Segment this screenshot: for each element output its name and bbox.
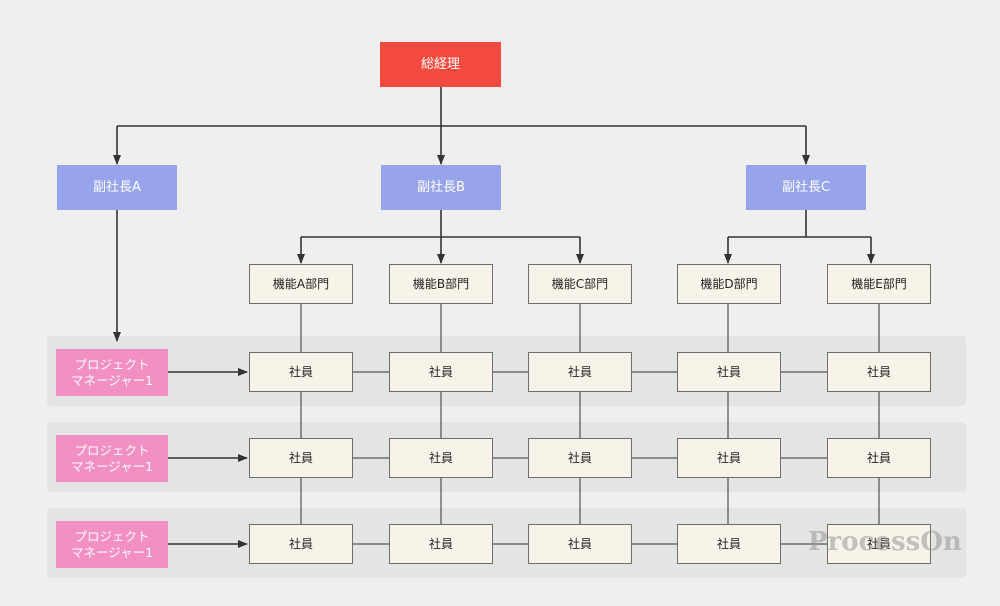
employee-node-r1-a[interactable]: 社員 (249, 352, 353, 392)
employee-node-r3-b[interactable]: 社員 (389, 524, 493, 564)
vp-b-node[interactable]: 副社長B (381, 165, 501, 210)
project-manager-node-3[interactable]: プロジェクト マネージャー1 (56, 521, 168, 568)
project-row-band-1 (47, 336, 966, 406)
employee-node-r1-e[interactable]: 社員 (827, 352, 931, 392)
employee-node-r3-c[interactable]: 社員 (528, 524, 632, 564)
dept-e-node[interactable]: 機能E部門 (827, 264, 931, 304)
employee-node-r2-a[interactable]: 社員 (249, 438, 353, 478)
project-row-band-2 (47, 422, 966, 492)
employee-node-r3-e[interactable]: 社員 (827, 524, 931, 564)
ceo-node[interactable]: 総経理 (380, 42, 501, 87)
processon-watermark: ProcessOn (808, 527, 962, 557)
dept-a-node[interactable]: 機能A部門 (249, 264, 353, 304)
employee-node-r3-d[interactable]: 社員 (677, 524, 781, 564)
employee-node-r2-c[interactable]: 社員 (528, 438, 632, 478)
dept-d-node[interactable]: 機能D部門 (677, 264, 781, 304)
project-row-band-3 (47, 508, 966, 578)
employee-node-r1-b[interactable]: 社員 (389, 352, 493, 392)
dept-b-node[interactable]: 機能B部門 (389, 264, 493, 304)
employee-node-r3-a[interactable]: 社員 (249, 524, 353, 564)
project-manager-node-2[interactable]: プロジェクト マネージャー1 (56, 435, 168, 482)
project-manager-node-1[interactable]: プロジェクト マネージャー1 (56, 349, 168, 396)
employee-node-r1-d[interactable]: 社員 (677, 352, 781, 392)
vp-c-node[interactable]: 副社長C (746, 165, 866, 210)
employee-node-r1-c[interactable]: 社員 (528, 352, 632, 392)
vp-a-node[interactable]: 副社長A (57, 165, 177, 210)
dept-c-node[interactable]: 機能C部門 (528, 264, 632, 304)
employee-node-r2-d[interactable]: 社員 (677, 438, 781, 478)
employee-node-r2-e[interactable]: 社員 (827, 438, 931, 478)
employee-node-r2-b[interactable]: 社員 (389, 438, 493, 478)
